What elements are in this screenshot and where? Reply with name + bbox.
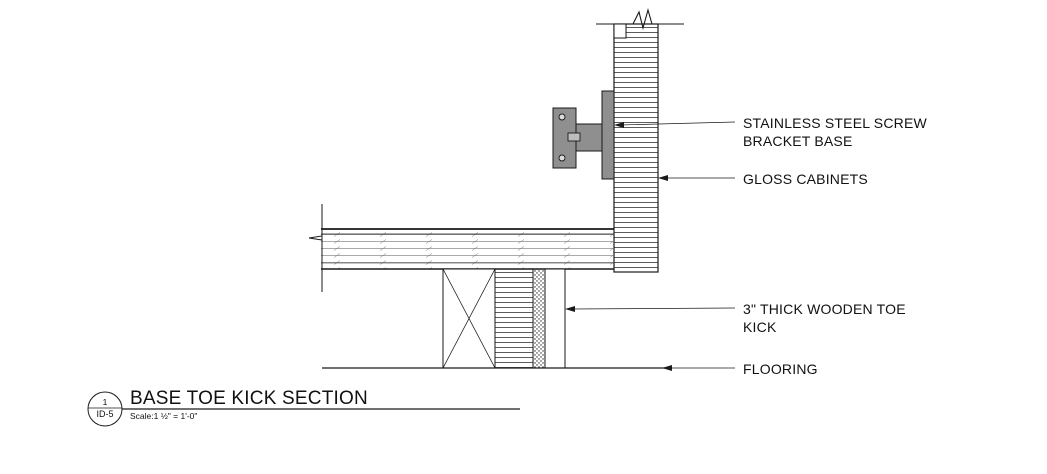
wooden-toe-kick <box>494 268 566 369</box>
cabinet-side-panel <box>596 7 684 273</box>
leader-flooring <box>662 365 735 371</box>
callout-toe-kick: 3" THICK WOODEN TOE KICK <box>743 300 906 336</box>
screw-icon <box>558 154 566 162</box>
callout-cabinets: GLOSS CABINETS <box>743 171 868 187</box>
detail-number: 1 <box>102 397 108 407</box>
callout-toe-kick-line1: 3" THICK WOODEN TOE <box>743 301 906 317</box>
drawing-title: BASE TOE KICK SECTION <box>130 388 368 409</box>
callout-bracket-line1: STAINLESS STEEL SCREW <box>743 115 927 131</box>
callout-bracket: STAINLESS STEEL SCREW BRACKET BASE <box>743 114 927 150</box>
drawing-scale: Scale:1 ½" = 1'-0" <box>130 411 198 421</box>
leader-cabinets <box>658 175 735 181</box>
leader-bracket <box>614 121 736 128</box>
stainless-steel-bracket <box>552 90 615 180</box>
leader-toe-kick <box>565 306 736 312</box>
callout-toe-kick-line2: KICK <box>743 319 777 335</box>
callout-bracket-line2: BRACKET BASE <box>743 133 853 149</box>
screw-icon <box>558 113 566 121</box>
sheet-number: ID-5 <box>96 409 114 419</box>
framing-block <box>442 268 496 369</box>
title-block <box>87 391 520 427</box>
callout-flooring: FLOORING <box>743 361 818 377</box>
cabinet-bottom-panel <box>308 204 614 292</box>
